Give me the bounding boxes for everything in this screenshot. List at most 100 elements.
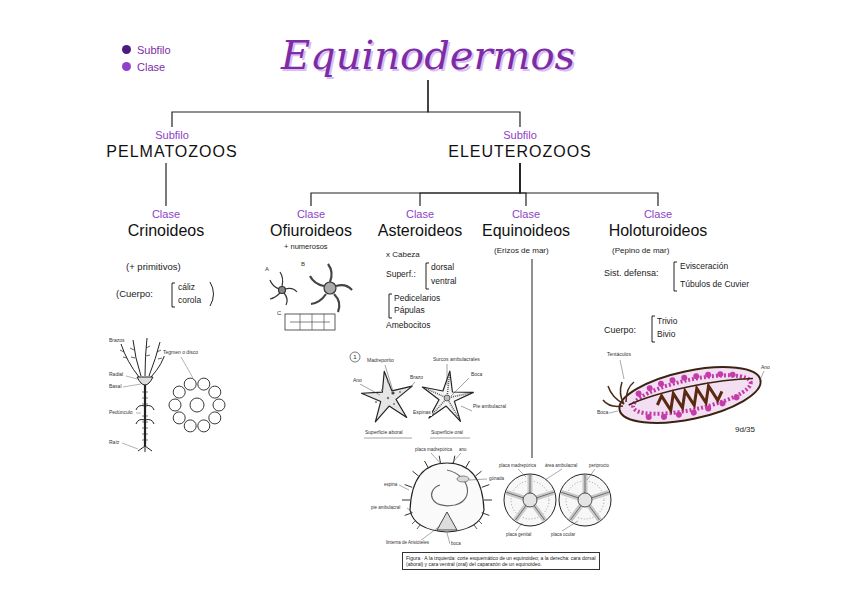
- legend: SubfiloClase: [122, 40, 171, 74]
- figure-label: Pie ambulacral: [472, 404, 507, 410]
- figure-label: Brazo: [409, 375, 424, 381]
- figure-label: Espinas: [412, 410, 432, 416]
- figure-label: pie ambulacral: [370, 505, 401, 510]
- brittle-star-figure: [279, 287, 286, 294]
- sea-cucumber-figure: [609, 360, 764, 413]
- crinoid-figure: [121, 338, 166, 377]
- starfish-figure: [444, 395, 450, 401]
- class-node: ClaseAsteroideos: [374, 206, 467, 242]
- note-label: x Cabeza: [386, 250, 420, 259]
- figure-label: boca: [450, 541, 462, 546]
- crinoid-figure: [120, 338, 225, 452]
- taxon-name: Holoturoideos: [609, 221, 708, 240]
- sea-cucumber-figure: [657, 380, 664, 387]
- note-label: Amebocitos: [386, 321, 430, 331]
- figure-label: placa ocular: [550, 532, 576, 537]
- figure-label: linterna de Aristóteles: [385, 540, 430, 545]
- sea-cucumber-figure: [693, 373, 700, 380]
- taxon-name: Ofiuroideos: [270, 221, 352, 240]
- brittle-star-figure: [285, 314, 335, 330]
- rank-label: Subfilo: [106, 129, 237, 142]
- subphylum-node: SubfiloPELMATOZOOS: [102, 127, 241, 163]
- figure-label: gónada: [488, 476, 505, 481]
- figure-label: área ambulacral: [544, 463, 578, 468]
- note-label: 9d/35: [735, 425, 755, 434]
- title-node: Equinodermos: [277, 30, 579, 80]
- bracket: [172, 283, 175, 307]
- figure-label: placa madrepórica: [414, 447, 453, 452]
- class-node: ClaseHoloturoideos: [605, 206, 712, 242]
- note-label: ventral: [431, 277, 457, 287]
- sea-urchin-figure: [437, 512, 457, 530]
- tree-connector: [420, 163, 520, 206]
- figure-label: Madreporito: [366, 358, 395, 364]
- crinoid-figure: [169, 378, 225, 432]
- figure-label: B: [300, 261, 306, 268]
- sea-cucumber-figure: [660, 413, 667, 420]
- starfish-figure: [391, 391, 394, 394]
- sea-cucumber-figure: [669, 377, 676, 384]
- figure-label: C: [276, 310, 282, 317]
- legend-row: Clase: [122, 57, 171, 74]
- note-label: Pedicelarios: [394, 294, 440, 304]
- sea-urchin-figure: [399, 453, 595, 544]
- note-label: Evisceración: [680, 262, 728, 272]
- legend-row: Subfilo: [122, 40, 171, 57]
- taxon-name: Asteroideos: [378, 221, 463, 240]
- taxon-name: ELEUTEROZOOS: [448, 142, 592, 161]
- sea-cucumber-figure: [634, 364, 743, 426]
- sea-cucumber-figure: [729, 371, 736, 378]
- sea-urchin-figure: [399, 453, 611, 544]
- figure-label: Tentáculos: [606, 352, 632, 358]
- link-line: [532, 259, 533, 458]
- tree-connector: [172, 80, 428, 127]
- class-node: ClaseCrinoideos: [124, 206, 208, 242]
- figure-label: Basal: [108, 384, 123, 390]
- crinoid-figure: [142, 392, 148, 440]
- sea-cucumber-figure: [603, 382, 634, 406]
- rank-label: Clase: [270, 208, 352, 221]
- crinoid-figure: [144, 384, 146, 446]
- diagram-title: Equinodermos: [281, 32, 575, 78]
- note-label: Trivio: [657, 317, 677, 327]
- rank-label: Clase: [609, 208, 708, 221]
- subphylum-node: SubfiloELEUTEROZOOS: [444, 127, 596, 163]
- taxon-name: PELMATOZOOS: [106, 142, 237, 161]
- brittle-star-figure: [270, 264, 352, 330]
- sea-urchin-figure: [457, 476, 469, 482]
- sea-cucumber-figure: [717, 371, 724, 378]
- bracket: [172, 262, 677, 342]
- crinoid-figure: [138, 446, 152, 452]
- note-label: dorsal: [431, 263, 454, 273]
- rank-label: Subfilo: [448, 129, 592, 142]
- sea-cucumber-figure: [675, 411, 682, 418]
- figure-label: Pedúnculo: [108, 410, 134, 416]
- class-node: ClaseOfiuroideos: [266, 206, 356, 242]
- legend-text: Clase: [137, 61, 165, 73]
- class-node: ClaseEquinoideos: [478, 206, 574, 242]
- starfish-figure: [350, 352, 475, 438]
- brittle-star-figure: [290, 314, 330, 330]
- crinoid-figure: [209, 386, 221, 398]
- figure-label: Surcos ambulacrales: [432, 357, 481, 363]
- legend-text: Subfilo: [137, 44, 171, 56]
- crinoid-figure: [173, 386, 185, 398]
- rank-label: Clase: [128, 208, 204, 221]
- starfish-figure: [381, 389, 383, 391]
- figure-label: Ano: [352, 378, 363, 384]
- sea-cucumber-figure: [603, 357, 765, 434]
- starfish-figure: [359, 368, 417, 424]
- starfish-figure: [399, 391, 401, 393]
- bracket: [674, 262, 677, 291]
- sea-cucumber-figure: [681, 374, 688, 381]
- starfish-figure: [350, 352, 360, 362]
- sea-cucumber-figure: [646, 385, 653, 392]
- sea-cucumber-figure: [615, 357, 766, 434]
- note-label: (+ primitivos): [126, 262, 181, 273]
- sea-cucumber-figure: [705, 371, 712, 378]
- sea-cucumber-figure: [656, 383, 724, 412]
- sea-cucumber-figure: [690, 409, 697, 416]
- figure-label: Raíz: [108, 440, 120, 446]
- crinoid-figure: [198, 378, 210, 390]
